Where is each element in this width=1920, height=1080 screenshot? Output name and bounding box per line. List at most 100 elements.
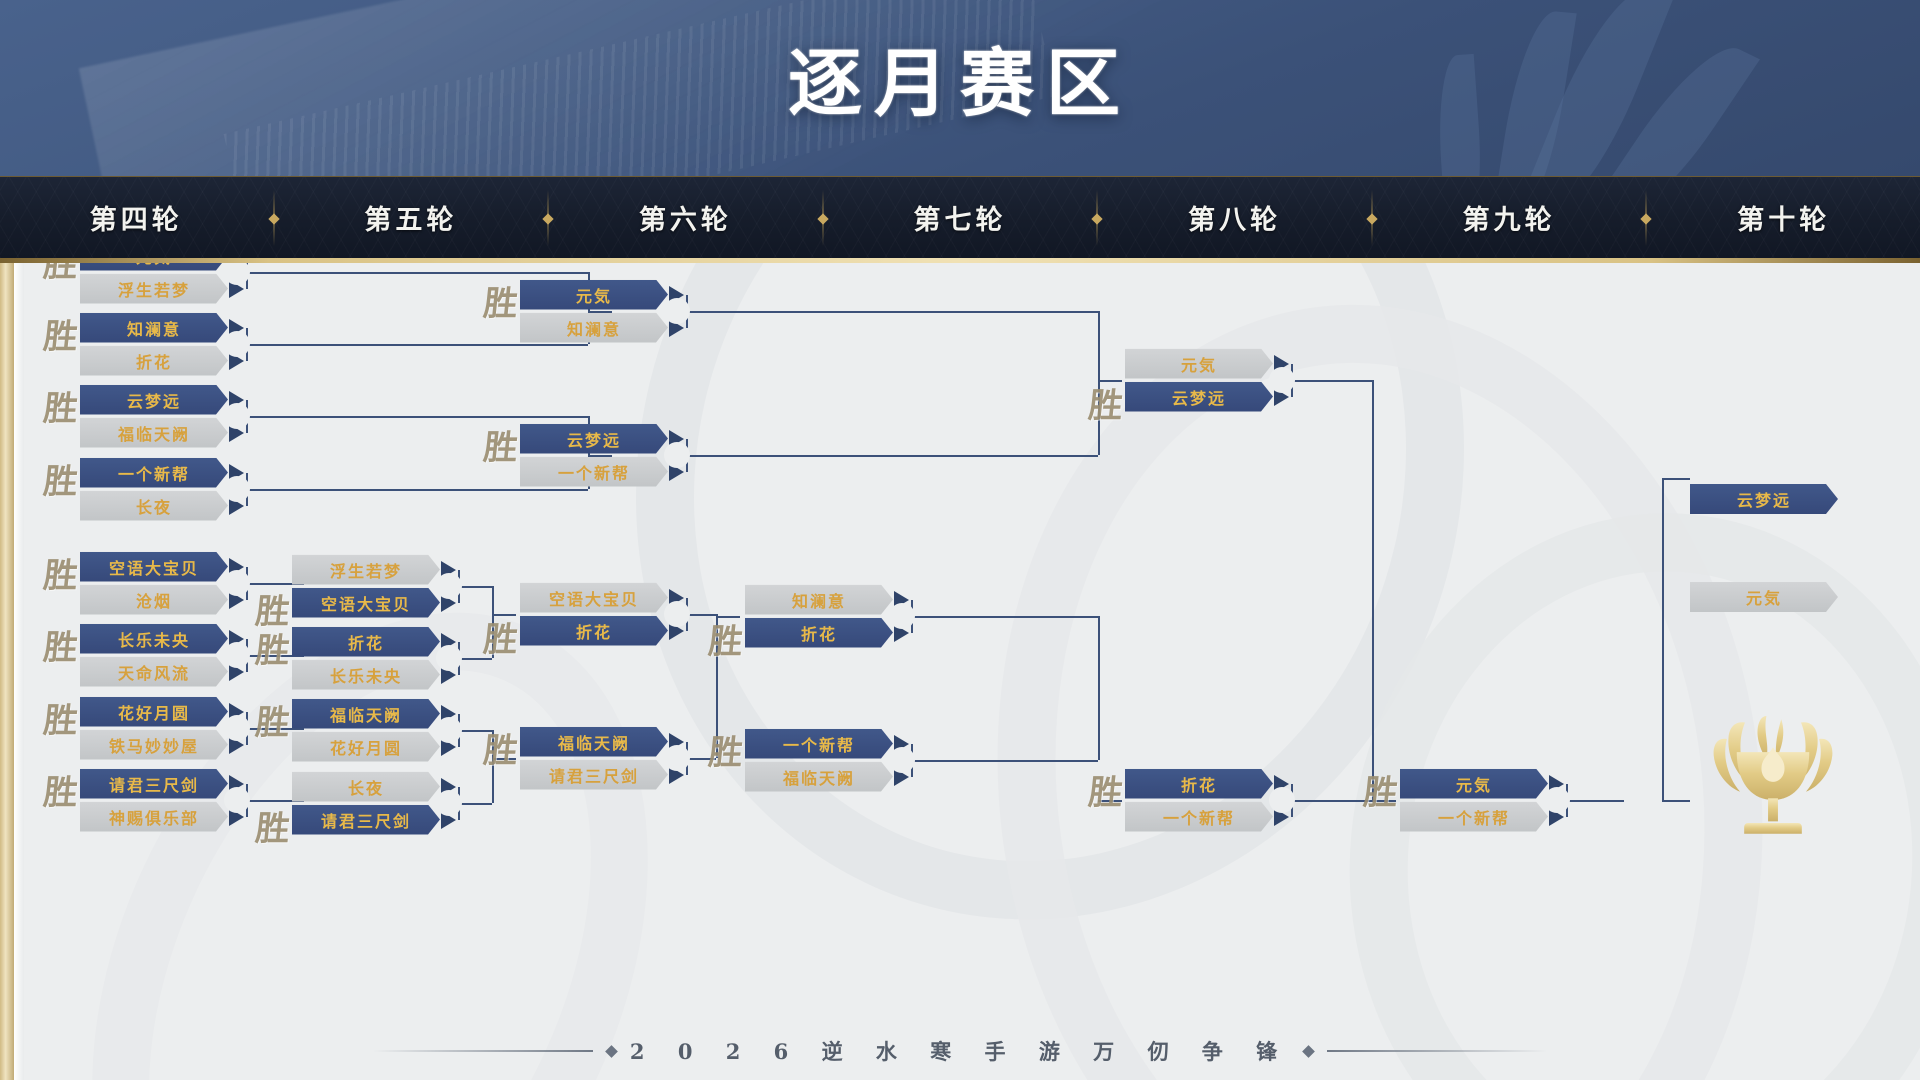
- match-joint: [1269, 787, 1295, 813]
- team-slot[interactable]: 折花: [80, 346, 228, 376]
- connector-line: [716, 616, 740, 618]
- connector-line: [1309, 800, 1372, 802]
- team-slot[interactable]: 元気: [1400, 769, 1548, 799]
- team-slot[interactable]: 天命风流: [80, 657, 228, 687]
- team-slot[interactable]: 长夜: [292, 772, 440, 802]
- match-joint: [224, 331, 250, 357]
- team-slot[interactable]: 长乐未央: [80, 624, 228, 654]
- round-tab-separator: [1096, 189, 1099, 246]
- connector-line: [246, 655, 264, 657]
- champion-slot[interactable]: 云梦远: [1690, 484, 1838, 514]
- left-rail-inner: [14, 263, 24, 1080]
- team-slot[interactable]: 元気: [1125, 349, 1273, 379]
- connector-line: [1291, 800, 1309, 802]
- team-slot[interactable]: 折花: [292, 627, 440, 657]
- connector-line: [716, 614, 718, 758]
- match-joint: [224, 715, 250, 741]
- team-slot[interactable]: 花好月圆: [292, 732, 440, 762]
- winner-stamp: 胜: [41, 316, 80, 357]
- team-slot[interactable]: 折花: [745, 618, 893, 648]
- team-slot[interactable]: 一个新帮: [1125, 802, 1273, 832]
- connector-line: [911, 616, 929, 618]
- round-tab-separator: [1370, 189, 1373, 246]
- left-gold-rail: [0, 263, 14, 1080]
- tournament-bracket: 元気浮生若梦胜知澜意折花胜云梦远福临天阙胜一个新帮长夜胜空语大宝贝沧烟胜长乐未央…: [0, 263, 1920, 1080]
- team-slot[interactable]: 空语大宝贝: [292, 588, 440, 618]
- team-slot[interactable]: 沧烟: [80, 585, 228, 615]
- footer-rule-right: [1327, 1050, 1548, 1052]
- connector-line: [929, 760, 1098, 762]
- match-joint: [436, 645, 462, 671]
- runnerup-slot[interactable]: 元気: [1690, 582, 1838, 612]
- team-slot[interactable]: 空语大宝贝: [80, 552, 228, 582]
- team-slot[interactable]: 云梦远: [80, 385, 228, 415]
- connector-line: [476, 730, 492, 732]
- team-slot[interactable]: 福临天阙: [745, 762, 893, 792]
- connector-line: [458, 803, 476, 805]
- team-slot[interactable]: 元気: [520, 280, 668, 310]
- winner-stamp: 胜: [481, 427, 520, 468]
- match-joint: [224, 787, 250, 813]
- team-slot[interactable]: 福临天阙: [520, 727, 668, 757]
- match-joint: [224, 403, 250, 429]
- team-slot[interactable]: 福临天阙: [80, 418, 228, 448]
- team-slot[interactable]: 云梦远: [1125, 382, 1273, 412]
- winner-stamp: 胜: [41, 555, 80, 596]
- round-tab-separator: [821, 189, 824, 246]
- round-tab-5[interactable]: 第五轮: [364, 205, 458, 236]
- round-tab-separator: [547, 189, 550, 246]
- team-slot[interactable]: 一个新帮: [520, 457, 668, 487]
- team-slot[interactable]: 云梦远: [520, 424, 668, 454]
- round-tab-4[interactable]: 第四轮: [89, 205, 183, 236]
- match-joint: [436, 717, 462, 743]
- connector-line: [264, 344, 588, 346]
- team-slot[interactable]: 花好月圆: [80, 697, 228, 727]
- team-slot[interactable]: 长夜: [80, 491, 228, 521]
- round-tab-7[interactable]: 第七轮: [913, 205, 1007, 236]
- connector-line: [264, 583, 304, 585]
- team-slot[interactable]: 折花: [520, 616, 668, 646]
- match-joint: [664, 745, 690, 771]
- match-joint: [664, 442, 690, 468]
- connector-line: [686, 758, 704, 760]
- team-slot[interactable]: 长乐未央: [292, 660, 440, 690]
- match-joint: [224, 476, 250, 502]
- page-banner: 逐月赛区: [0, 0, 1920, 176]
- team-slot[interactable]: 请君三尺剑: [520, 760, 668, 790]
- connector-line: [458, 730, 476, 732]
- team-slot[interactable]: 浮生若梦: [292, 555, 440, 585]
- connector-line: [1291, 380, 1309, 382]
- team-slot[interactable]: 一个新帮: [80, 458, 228, 488]
- connector-line: [1662, 478, 1664, 800]
- round-tab-8[interactable]: 第八轮: [1188, 205, 1282, 236]
- team-slot[interactable]: 知澜意: [520, 313, 668, 343]
- connector-line: [264, 272, 588, 274]
- team-slot[interactable]: 元気: [80, 263, 228, 271]
- team-slot[interactable]: 一个新帮: [1400, 802, 1548, 832]
- connector-line: [704, 455, 1098, 457]
- connector-line: [246, 583, 264, 585]
- round-tab-6[interactable]: 第六轮: [638, 205, 732, 236]
- team-slot[interactable]: 请君三尺剑: [80, 769, 228, 799]
- team-slot[interactable]: 请君三尺剑: [292, 805, 440, 835]
- team-slot[interactable]: 折花: [1125, 769, 1273, 799]
- team-slot[interactable]: 福临天阙: [292, 699, 440, 729]
- connector-line: [476, 658, 492, 660]
- round-tab-10[interactable]: 第十轮: [1737, 205, 1831, 236]
- team-slot[interactable]: 一个新帮: [745, 729, 893, 759]
- winner-stamp: 胜: [41, 388, 80, 429]
- connector-line: [492, 758, 516, 760]
- team-slot[interactable]: 空语大宝贝: [520, 583, 668, 613]
- team-slot[interactable]: 知澜意: [80, 313, 228, 343]
- match-joint: [224, 642, 250, 668]
- footer-diamond-icon: [605, 1044, 618, 1058]
- team-slot[interactable]: 浮生若梦: [80, 274, 228, 304]
- team-slot[interactable]: 神赐俱乐部: [80, 802, 228, 832]
- connector-line: [492, 586, 494, 658]
- team-slot[interactable]: 铁马妙妙屋: [80, 730, 228, 760]
- round-tab-9[interactable]: 第九轮: [1462, 205, 1556, 236]
- team-slot[interactable]: 知澜意: [745, 585, 893, 615]
- connector-line: [246, 489, 264, 491]
- winner-stamp: 胜: [253, 630, 292, 671]
- winner-stamp: 胜: [41, 461, 80, 502]
